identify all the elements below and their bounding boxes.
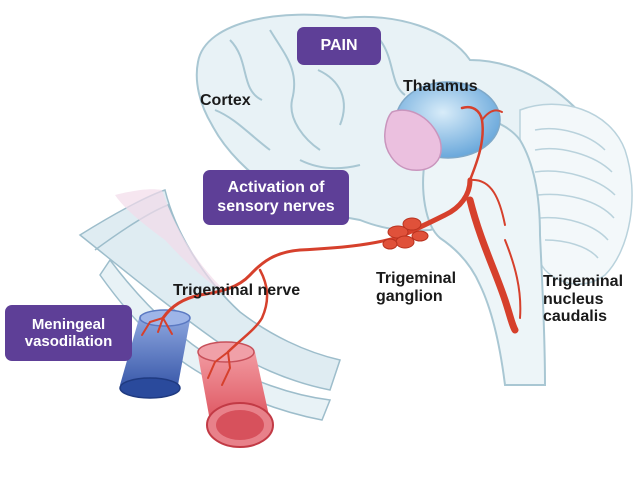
activation-box: Activation of sensory nerves [203, 170, 349, 225]
activation-box-line2: sensory nerves [217, 197, 335, 215]
pain-box-label: PAIN [320, 36, 358, 54]
trigeminal-nucleus-line3: caudalis [543, 308, 608, 326]
pain-box: PAIN [297, 27, 381, 65]
trigeminal-nucleus-line1: Trigeminal [543, 273, 624, 290]
meningeal-box-line2: vasodilation [24, 333, 113, 350]
trigeminal-nucleus-line2: nucleus [543, 290, 604, 308]
activation-box-line1: Activation of [227, 179, 325, 197]
trigeminal-ganglion-line2: ganglion [376, 287, 443, 305]
cortex-label: Cortex [200, 92, 251, 109]
trigeminal-nerve-label: Trigeminal nerve [173, 282, 301, 299]
thalamus-label: Thalamus [403, 78, 478, 95]
ganglion-blob [384, 109, 442, 171]
trigeminal-nucleus-label: Trigeminal nucleus caudalis [543, 273, 623, 326]
trigeminal-ganglion-line1: Trigeminal [376, 270, 457, 287]
trigeminal-nerve-path [141, 105, 522, 386]
cortex-folds [214, 29, 406, 170]
meningeal-box-line1: Meningeal [31, 315, 106, 333]
trigeminal-ganglion-label: Trigeminal ganglion [376, 270, 456, 305]
artery-vessel [197, 341, 274, 448]
meningeal-box: Meningeal vasodilation [5, 305, 132, 361]
trigeminal-ganglion-cluster [382, 217, 429, 250]
